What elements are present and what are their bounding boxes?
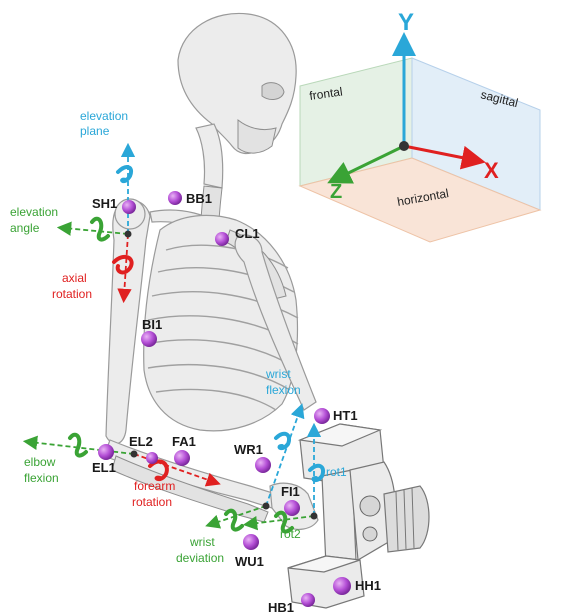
elevation-angle-label-line1: elevation xyxy=(10,205,58,219)
device-joint-center xyxy=(311,513,318,520)
elbow-flexion-label-line2: flexion xyxy=(24,471,59,485)
marker-label-fa1: FA1 xyxy=(172,434,196,449)
marker-hh1 xyxy=(333,577,351,595)
marker-label-wu1: WU1 xyxy=(235,554,264,569)
marker-label-el2: EL2 xyxy=(129,434,153,449)
marker-hb1 xyxy=(301,593,315,607)
marker-bb1 xyxy=(168,191,182,205)
wrist-joint-center xyxy=(263,503,270,510)
marker-wr1 xyxy=(255,457,271,473)
marker-label-el1: EL1 xyxy=(92,460,116,475)
device-motor xyxy=(384,486,429,552)
forearm-rotation-label-line1: forearm xyxy=(134,479,175,493)
marker-label-wr1: WR1 xyxy=(234,442,263,457)
coordinate-frame: Y X Z frontal sagittal horizontal xyxy=(300,9,540,242)
marker-el1 xyxy=(98,444,114,460)
marker-ht1 xyxy=(314,408,330,424)
wrist-deviation-label-line1: wrist xyxy=(189,535,215,549)
marker-label-ht1: HT1 xyxy=(333,408,358,423)
marker-label-sh1: SH1 xyxy=(92,196,117,211)
frame-origin xyxy=(399,141,409,151)
axial-rotation-label-line1: axial xyxy=(62,271,87,285)
forearm-rotation-label-line2: rotation xyxy=(132,495,172,509)
wrist-flexion-rotation-icon xyxy=(276,434,289,448)
marker-cl1 xyxy=(215,232,229,246)
x-axis-label: X xyxy=(484,158,499,183)
elevation-plane-rotation-icon xyxy=(118,167,131,181)
elevation-angle-rotation-icon xyxy=(92,219,108,240)
marker-label-bi1: BI1 xyxy=(142,317,162,332)
wrist-deviation-label-line2: deviation xyxy=(176,551,224,565)
elevation-plane-label-line1: elevation xyxy=(80,109,128,123)
marker-bi1 xyxy=(141,331,157,347)
device-bolt-1 xyxy=(360,496,380,516)
marker-label-hh1: HH1 xyxy=(355,578,381,593)
y-axis-label: Y xyxy=(398,9,414,36)
rot1-label: rot1 xyxy=(326,465,347,479)
axial-rotation-label-line2: rotation xyxy=(52,287,92,301)
shoulder-joint-center xyxy=(125,231,132,238)
device-bolt-2 xyxy=(363,527,377,541)
marker-fi1 xyxy=(284,500,300,516)
marker-label-fi1: FI1 xyxy=(281,484,300,499)
cervical-spine xyxy=(196,124,223,188)
skull xyxy=(178,13,296,153)
marker-wu1 xyxy=(243,534,259,550)
marker-el2 xyxy=(146,452,158,464)
marker-label-cl1: CL1 xyxy=(235,226,260,241)
elbow-flexion-rotation-icon xyxy=(70,435,86,456)
marker-label-bb1: BB1 xyxy=(186,191,212,206)
marker-label-hb1: HB1 xyxy=(268,600,294,615)
elevation-angle-label-line2: angle xyxy=(10,221,40,235)
rot2-label: rot2 xyxy=(280,527,301,541)
wrist-flexion-label-line1: wrist xyxy=(265,367,291,381)
marker-sh1 xyxy=(122,200,136,214)
wrist-flexion-label-line2: flexion xyxy=(266,383,301,397)
z-axis-label: Z xyxy=(330,181,342,203)
elbow-joint-center xyxy=(131,451,138,458)
marker-fa1 xyxy=(174,450,190,466)
elbow-flexion-label-line1: elbow xyxy=(24,455,56,469)
elevation-plane-label-line2: plane xyxy=(80,124,110,138)
